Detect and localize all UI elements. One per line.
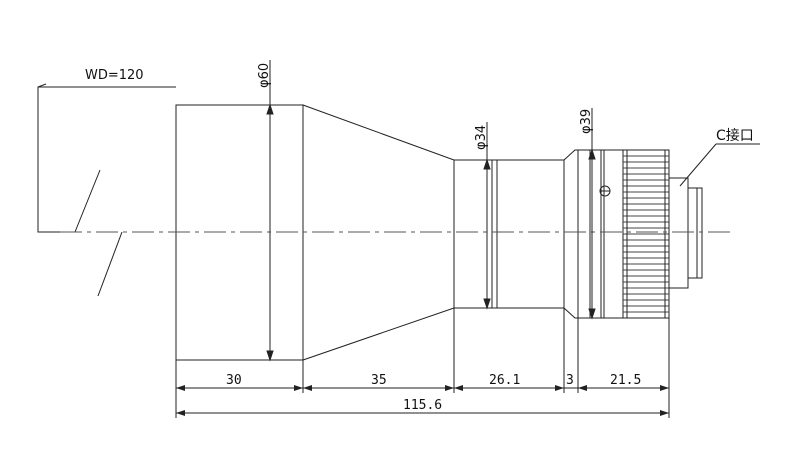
dim-mid-barrel: 26.1 bbox=[489, 373, 521, 388]
dim-taper: 35 bbox=[371, 373, 387, 388]
wd-arrow-left bbox=[37, 83, 47, 88]
c-mount bbox=[668, 177, 689, 289]
c-mount-thread bbox=[687, 187, 703, 279]
dia-60-label: φ60 bbox=[257, 62, 272, 88]
mid-barrel bbox=[453, 159, 565, 309]
dim-front-barrel: 30 bbox=[226, 373, 242, 388]
dia-39-label: φ39 bbox=[579, 108, 594, 134]
knurl-pattern bbox=[623, 155, 669, 313]
dim-rear: 21.5 bbox=[610, 373, 642, 388]
wd-label: WD=120 bbox=[85, 68, 144, 83]
step-ring bbox=[563, 149, 579, 319]
c-mount-leader bbox=[679, 143, 717, 187]
dim-step: 3 bbox=[566, 373, 574, 388]
dia-34-label: φ34 bbox=[474, 124, 489, 150]
dim-overall: 115.6 bbox=[403, 398, 443, 413]
wd-break-line-2 bbox=[97, 231, 123, 297]
c-mount-label: C接口 bbox=[716, 128, 754, 144]
wd-break-line-1 bbox=[74, 169, 101, 233]
wd-bracket-line bbox=[37, 86, 176, 233]
